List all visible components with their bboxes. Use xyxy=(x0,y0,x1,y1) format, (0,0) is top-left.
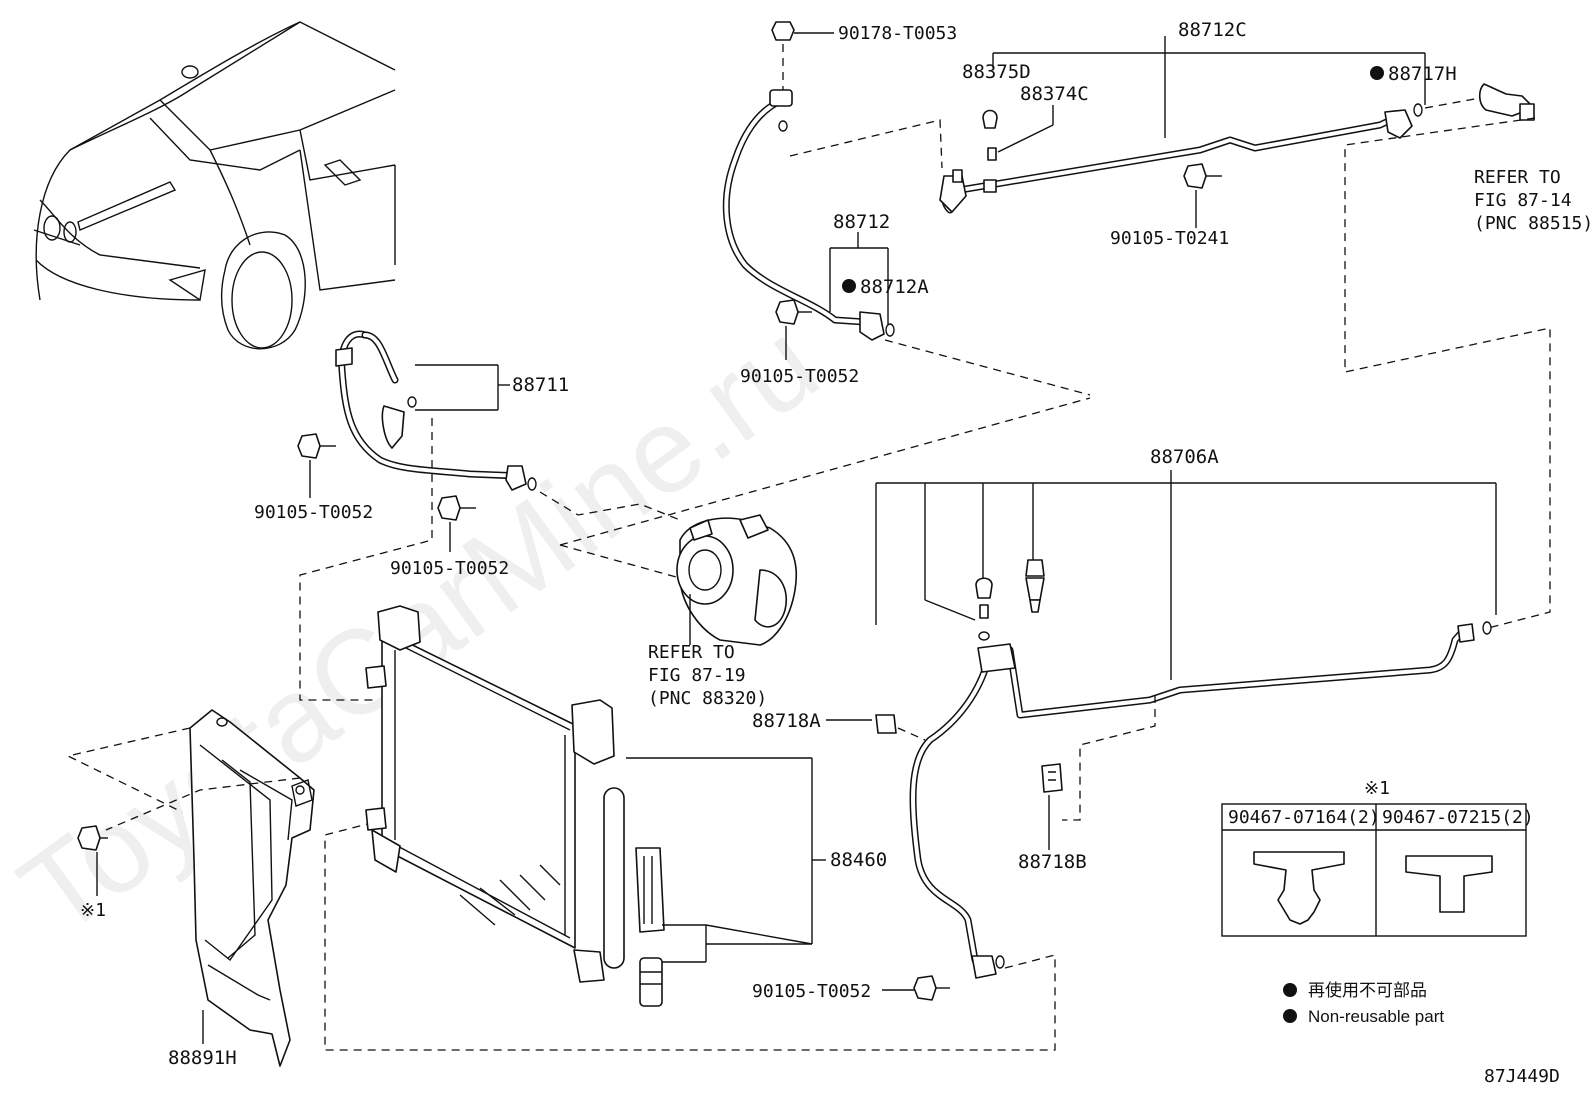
non-reusable-dot-icon xyxy=(1283,1009,1297,1023)
part-90178-T0053: 90178-T0053 xyxy=(771,21,957,92)
clip-table-col1: 90467-07164(2) xyxy=(1228,807,1380,828)
label-88706A: 88706A xyxy=(1150,446,1219,468)
label-88712C: 88712C xyxy=(1178,19,1247,41)
non-reusable-dot-icon xyxy=(1370,66,1384,80)
label-88891H: 88891H xyxy=(168,1047,237,1069)
label-88712A: 88712A xyxy=(860,276,929,298)
non-reusable-dot-icon xyxy=(842,279,856,293)
clip-90467-07215-icon xyxy=(1405,855,1493,913)
part-88712C-tube: 88712C 88375D 88374C 88717H xyxy=(939,19,1481,214)
label-refer-88320-line1: REFER TO xyxy=(648,642,735,663)
label-88712: 88712 xyxy=(833,211,890,233)
label-refer-88320-line2: FIG 87-19 xyxy=(648,665,746,686)
clip-table: ※1 90467-07164(2) 90467-07215(2) xyxy=(1221,778,1534,937)
vehicle-illustration xyxy=(33,21,396,350)
part-90105-T0052-left: 90105-T0052 xyxy=(254,433,373,523)
label-88718A: 88718A xyxy=(752,710,821,732)
part-90105-T0052-top: 90105-T0052 xyxy=(740,299,1091,396)
part-90105-T0241: 90105-T0241 xyxy=(1110,163,1229,249)
legend-line-jp: 再使用不可部品 xyxy=(1308,980,1427,1000)
legend-line-en: Non-reusable part xyxy=(1308,1007,1444,1026)
label-88375D: 88375D xyxy=(962,61,1031,83)
part-90105-T0052-mid: 90105-T0052 xyxy=(390,495,509,579)
part-88460-condenser: 88460 xyxy=(365,605,887,1007)
part-88712-suction-hose: 88712 88712A xyxy=(722,89,943,341)
label-88717H: 88717H xyxy=(1388,63,1457,85)
label-90105-T0052-top: 90105-T0052 xyxy=(740,366,859,387)
label-90105-T0052-left: 90105-T0052 xyxy=(254,502,373,523)
label-refer-88515-line2: FIG 87-14 xyxy=(1474,190,1572,211)
clip-90467-07164-icon xyxy=(1253,851,1345,925)
compressor-refer-fig-87-19: REFER TO FIG 87-19 (PNC 88320) xyxy=(559,397,1091,709)
clip-ref-left: ※1 xyxy=(77,825,108,921)
part-88706A-tube: 88706A xyxy=(324,446,1497,1051)
part-88711-hose: 88711 xyxy=(299,330,681,701)
label-90178-T0053: 90178-T0053 xyxy=(838,23,957,44)
label-88711: 88711 xyxy=(512,374,569,396)
label-ref-mark-left: ※1 xyxy=(80,900,106,921)
part-90105-T0052-bottom: 90105-T0052 xyxy=(752,975,950,1002)
label-88718B: 88718B xyxy=(1018,851,1087,873)
label-refer-88515-line3: (PNC 88515) xyxy=(1474,213,1592,234)
label-refer-88515-line1: REFER TO xyxy=(1474,167,1561,188)
label-refer-88320-line3: (PNC 88320) xyxy=(648,688,767,709)
label-90105-T0052-bottom: 90105-T0052 xyxy=(752,981,871,1002)
non-reusable-dot-icon xyxy=(1283,983,1297,997)
label-88374C: 88374C xyxy=(1020,83,1089,105)
label-90105-T0241: 90105-T0241 xyxy=(1110,228,1229,249)
part-88718A: 88718A xyxy=(752,710,926,741)
part-88891H-air-guide: 88891H xyxy=(66,709,315,1069)
clip-table-header-mark: ※1 xyxy=(1364,778,1390,799)
part-88718B: 88718B xyxy=(1018,763,1087,873)
label-90105-T0052-mid: 90105-T0052 xyxy=(390,558,509,579)
clip-table-col2: 90467-07215(2) xyxy=(1382,807,1534,828)
label-88460: 88460 xyxy=(830,849,887,871)
legend: 再使用不可部品 Non-reusable part xyxy=(1283,980,1444,1026)
diagram-code: 87J449D xyxy=(1484,1066,1560,1087)
refer-fig-87-14: REFER TO FIG 87-14 (PNC 88515) xyxy=(1344,83,1592,629)
